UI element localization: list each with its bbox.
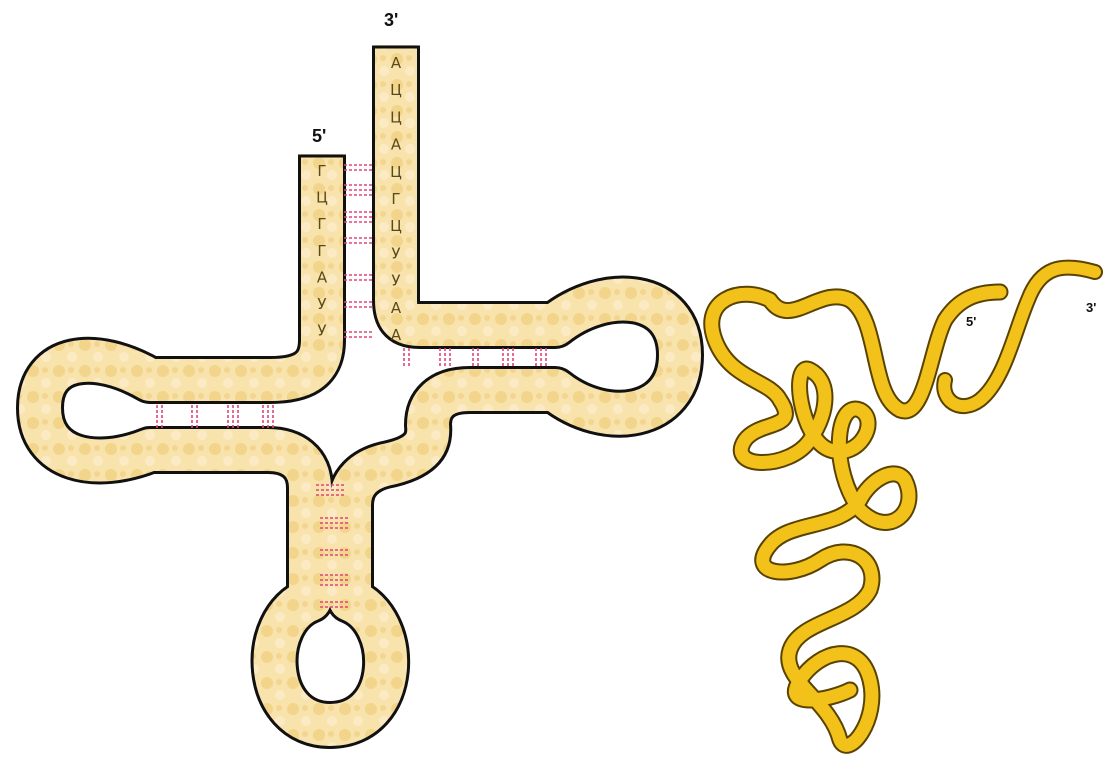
base-letter: Ц	[390, 81, 402, 99]
base-letter: А	[391, 54, 402, 72]
base-letter: Г	[317, 242, 326, 260]
ribbon-label-5prime: 5'	[966, 314, 976, 329]
base-letter: Ц	[390, 217, 402, 235]
base-letter: У	[317, 322, 326, 340]
base-pairs-d-stem	[157, 405, 273, 428]
base-letter: А	[391, 136, 402, 154]
base-letter: Ц	[390, 108, 402, 126]
base-letter: Ц	[316, 189, 328, 207]
base-letter: Г	[317, 215, 326, 233]
base-letter: Г	[317, 162, 326, 180]
base-letter: А	[391, 299, 402, 317]
tertiary-ribbon-structure: 5' 3'	[712, 268, 1097, 746]
label-3prime-end: 3'	[384, 10, 398, 30]
base-pairs-t-stem	[404, 348, 546, 368]
ribbon-backbone	[712, 292, 1000, 745]
base-letter: Ц	[390, 163, 402, 181]
base-letter: У	[391, 272, 400, 290]
base-letter: У	[391, 244, 400, 262]
label-5prime-end: 5'	[312, 126, 326, 146]
base-letter: А	[391, 326, 402, 344]
base-letter: У	[317, 295, 326, 313]
base-letter: Г	[391, 190, 400, 208]
ribbon-label-3prime: 3'	[1086, 300, 1096, 315]
base-pairs-acceptor-stem	[344, 165, 374, 337]
base-letter: А	[317, 268, 328, 286]
